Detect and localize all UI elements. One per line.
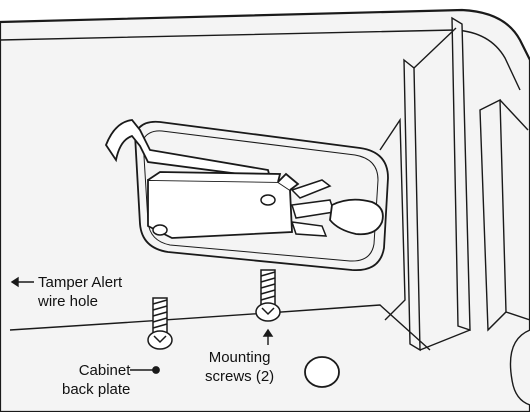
- callout-tamper-alert-wire-hole: Tamper Alert wire hole: [38, 273, 122, 311]
- callout-mounting-screws: Mounting screws (2): [205, 348, 274, 386]
- callout-tamper-alert-line2: wire hole: [38, 293, 99, 310]
- callout-mounting-line1: Mounting: [208, 349, 271, 366]
- callout-cabinet-back-plate: Cabinet back plate: [62, 361, 130, 399]
- housing-ribs: [379, 16, 530, 352]
- housing-curve: [509, 329, 530, 406]
- mounting-screw-left: [147, 297, 173, 350]
- mounting-bracket-inner: [142, 130, 379, 262]
- switch-hole-left: [152, 224, 168, 236]
- switch-hole-right: [260, 194, 276, 206]
- wire-connector: [329, 198, 384, 236]
- callout-cabinet-line1: Cabinet: [78, 362, 131, 379]
- callout-cabinet-line2: back plate: [62, 381, 131, 398]
- back-plate-edge: [9, 304, 431, 351]
- callout-mounting-line2: screws (2): [205, 368, 275, 385]
- mounting-screw-right: [255, 269, 281, 322]
- leader-lines: [10, 276, 274, 374]
- callout-tamper-alert-line1: Tamper Alert: [38, 274, 123, 291]
- micro-switch: [147, 171, 300, 239]
- tamper-alert-wire-hole: [304, 356, 340, 388]
